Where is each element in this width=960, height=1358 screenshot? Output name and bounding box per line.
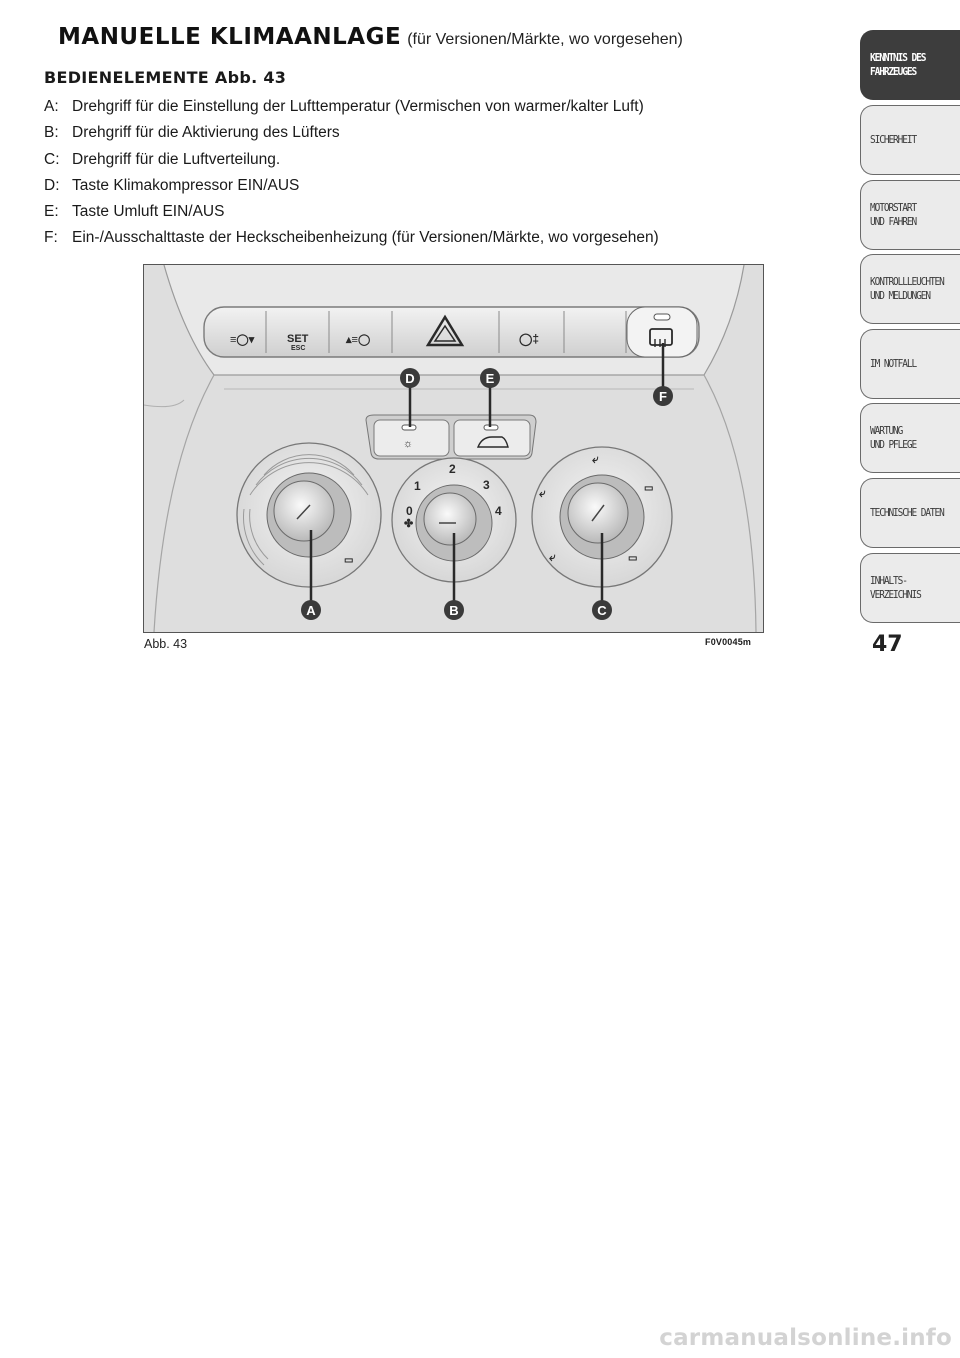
fan-level-4: 4 bbox=[495, 504, 502, 518]
tab-kontrollleuchten[interactable]: KONTROLLLEUCHTEN UND MELDUNGEN bbox=[860, 254, 960, 324]
callout-b: B bbox=[449, 603, 458, 618]
set-label: SET bbox=[287, 333, 309, 345]
list-item: F: Ein-/Ausschalttaste der Heckscheibenhe… bbox=[44, 227, 659, 253]
item-text: Drehgriff für die Luftverteilung. bbox=[72, 150, 281, 168]
callout-d: D bbox=[405, 371, 414, 386]
tab-inhaltsverzeichnis[interactable]: INHALTS- VERZEICHNIS bbox=[860, 553, 960, 623]
callout-c: C bbox=[597, 603, 607, 618]
callout-e: E bbox=[486, 371, 495, 386]
svg-text:▭: ▭ bbox=[644, 483, 653, 494]
svg-text:✤: ✤ bbox=[404, 518, 413, 530]
tab-technische-daten[interactable]: TECHNISCHE DATEN bbox=[860, 478, 960, 548]
tab-label: TECHNISCHE DATEN bbox=[870, 507, 945, 519]
item-text: Drehgriff für die Einstellung der Luftte… bbox=[72, 98, 644, 115]
item-text: Taste Umluft EIN/AUS bbox=[72, 203, 225, 221]
list-item: B: Drehgriff für die Aktivierung des Lüft… bbox=[44, 122, 659, 148]
list-item: E: Taste Umluft EIN/AUS bbox=[44, 201, 659, 227]
fan-level-2: 2 bbox=[449, 462, 456, 476]
tab-im-notfall[interactable]: IM NOTFALL bbox=[860, 329, 960, 399]
tab-label: SICHERHEIT bbox=[870, 134, 917, 146]
svg-text:⤶: ⤶ bbox=[592, 452, 599, 466]
item-key: F: bbox=[44, 229, 58, 247]
list-item: C: Drehgriff für die Luftverteilung. bbox=[44, 149, 659, 175]
list-item: D: Taste Klimakompressor EIN/AUS bbox=[44, 175, 659, 201]
svg-text:≡◯▾: ≡◯▾ bbox=[230, 334, 255, 346]
figure-code: F0V0045m bbox=[705, 637, 752, 647]
tab-motorstart[interactable]: MOTORSTART UND FAHREN bbox=[860, 180, 960, 250]
tab-label: WARTUNG UND PFLEGE bbox=[870, 425, 917, 451]
climate-control-figure: ≡◯▾ SET ESC ▴≡◯ ◯‡ ☼ ▭ bbox=[143, 264, 764, 633]
section-heading: BEDIENELEMENTE Abb. 43 bbox=[44, 68, 287, 87]
svg-text:⤶: ⤶ bbox=[549, 550, 556, 564]
tab-kenntnis-des-fahrzeuges[interactable]: KENNTNIS DES FAHRZEUGES bbox=[860, 30, 960, 100]
tab-label: INHALTS- VERZEICHNIS bbox=[870, 575, 922, 601]
tab-wartung[interactable]: WARTUNG UND PFLEGE bbox=[860, 403, 960, 473]
figure-caption: Abb. 43 bbox=[144, 637, 188, 651]
page-title-note: (für Versionen/Märkte, wo vorgesehen) bbox=[407, 31, 683, 48]
item-key: C: bbox=[44, 150, 60, 168]
svg-text:▭: ▭ bbox=[628, 553, 637, 564]
item-text: Taste Klimakompressor EIN/AUS bbox=[72, 176, 300, 194]
climate-panel-illustration: ≡◯▾ SET ESC ▴≡◯ ◯‡ ☼ ▭ bbox=[144, 265, 763, 632]
svg-text:▭: ▭ bbox=[344, 555, 353, 566]
tab-sicherheit[interactable]: SICHERHEIT bbox=[860, 105, 960, 175]
esc-label: ESC bbox=[291, 345, 305, 352]
svg-text:▴≡◯: ▴≡◯ bbox=[345, 334, 370, 346]
item-key: D: bbox=[44, 176, 60, 194]
svg-text:☼: ☼ bbox=[403, 438, 413, 450]
callout-a: A bbox=[306, 603, 316, 618]
fan-level-3: 3 bbox=[483, 478, 490, 492]
item-key: E: bbox=[44, 203, 59, 221]
list-item: A: Drehgriff für die Einstellung der Luft… bbox=[44, 96, 659, 122]
page-title: MANUELLE KLIMAANLAGE bbox=[58, 24, 402, 50]
fan-level-0: 0 bbox=[406, 504, 413, 518]
callout-f: F bbox=[659, 389, 667, 404]
watermark: carmanualsonline.info bbox=[659, 1325, 952, 1351]
item-text: Ein-/Ausschalttaste der Heckscheibenheiz… bbox=[72, 229, 659, 247]
tab-label: KENNTNIS DES FAHRZEUGES bbox=[870, 52, 926, 78]
tab-label: MOTORSTART UND FAHREN bbox=[870, 202, 917, 228]
svg-text:◯‡: ◯‡ bbox=[519, 332, 539, 347]
page-title-row: MANUELLE KLIMAANLAGE (für Versionen/Märkt… bbox=[58, 24, 683, 50]
svg-text:⤶: ⤶ bbox=[539, 486, 546, 500]
page-number: 47 bbox=[872, 632, 903, 657]
item-key: A: bbox=[44, 98, 59, 115]
fan-level-1: 1 bbox=[414, 479, 421, 493]
item-key: B: bbox=[44, 124, 59, 142]
control-list: A: Drehgriff für die Einstellung der Luft… bbox=[44, 96, 659, 254]
tab-label: IM NOTFALL bbox=[870, 358, 917, 370]
tab-label: KONTROLLLEUCHTEN UND MELDUNGEN bbox=[870, 276, 945, 302]
item-text: Drehgriff für die Aktivierung des Lüfter… bbox=[72, 124, 340, 142]
